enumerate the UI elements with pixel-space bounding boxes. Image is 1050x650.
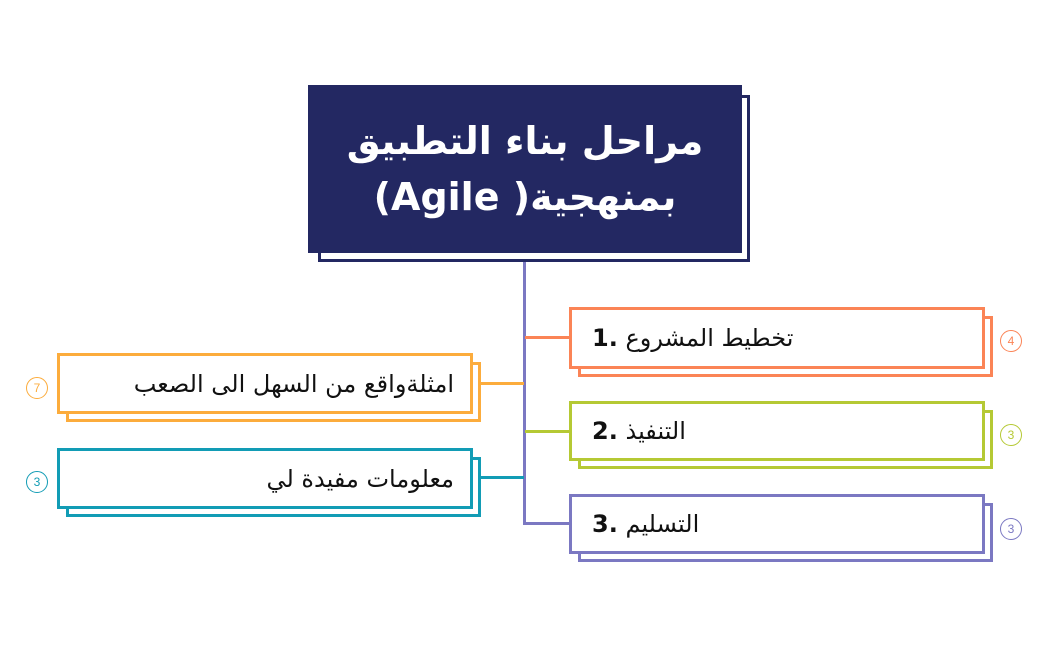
count-badge-implementation[interactable]: 3 [1000,424,1022,446]
branch-number: 3. [592,510,618,538]
trunk-line [523,262,526,525]
count-value: 7 [33,381,41,395]
count-badge-useful-info[interactable]: 3 [26,471,48,493]
branch-implementation-label: 2. التنفيذ [592,417,686,445]
title-line-1: مراحل بناء التطبيق [346,119,704,163]
count-value: 3 [1007,428,1015,442]
central-topic[interactable]: مراحل بناء التطبيق بمنهجية( Agile) [308,85,742,253]
branch-number: 2. [592,417,618,445]
connector-left-1 [480,382,524,385]
connector-left-2 [480,476,524,479]
count-badge-delivery[interactable]: 3 [1000,518,1022,540]
branch-text: معلومات مفيدة لي [266,464,454,493]
branch-planning-label: 1. تخطيط المشروع [592,324,793,352]
branch-text: التنفيذ [625,417,686,445]
count-value: 3 [33,475,41,489]
count-value: 4 [1007,334,1015,348]
branch-delivery[interactable]: 3. التسليم [569,494,985,554]
branch-implementation[interactable]: 2. التنفيذ [569,401,985,461]
branch-text: التسليم [625,510,700,538]
connector-branch-3 [523,522,570,525]
connector-branch-2 [525,430,570,433]
title-line-2: بمنهجية( Agile) [373,175,677,219]
branch-text: تخطيط المشروع [625,324,794,352]
branch-planning[interactable]: 1. تخطيط المشروع [569,307,985,369]
branch-real-examples[interactable]: امثلةواقع من السهل الى الصعب [57,353,473,414]
count-badge-real-examples[interactable]: 7 [26,377,48,399]
count-value: 3 [1007,522,1015,536]
branch-number: 1. [592,324,618,352]
branch-delivery-label: 3. التسليم [592,510,699,538]
connector-branch-1 [525,336,570,339]
branch-text: امثلةواقع من السهل الى الصعب [133,369,454,398]
branch-useful-info[interactable]: معلومات مفيدة لي [57,448,473,509]
count-badge-planning[interactable]: 4 [1000,330,1022,352]
